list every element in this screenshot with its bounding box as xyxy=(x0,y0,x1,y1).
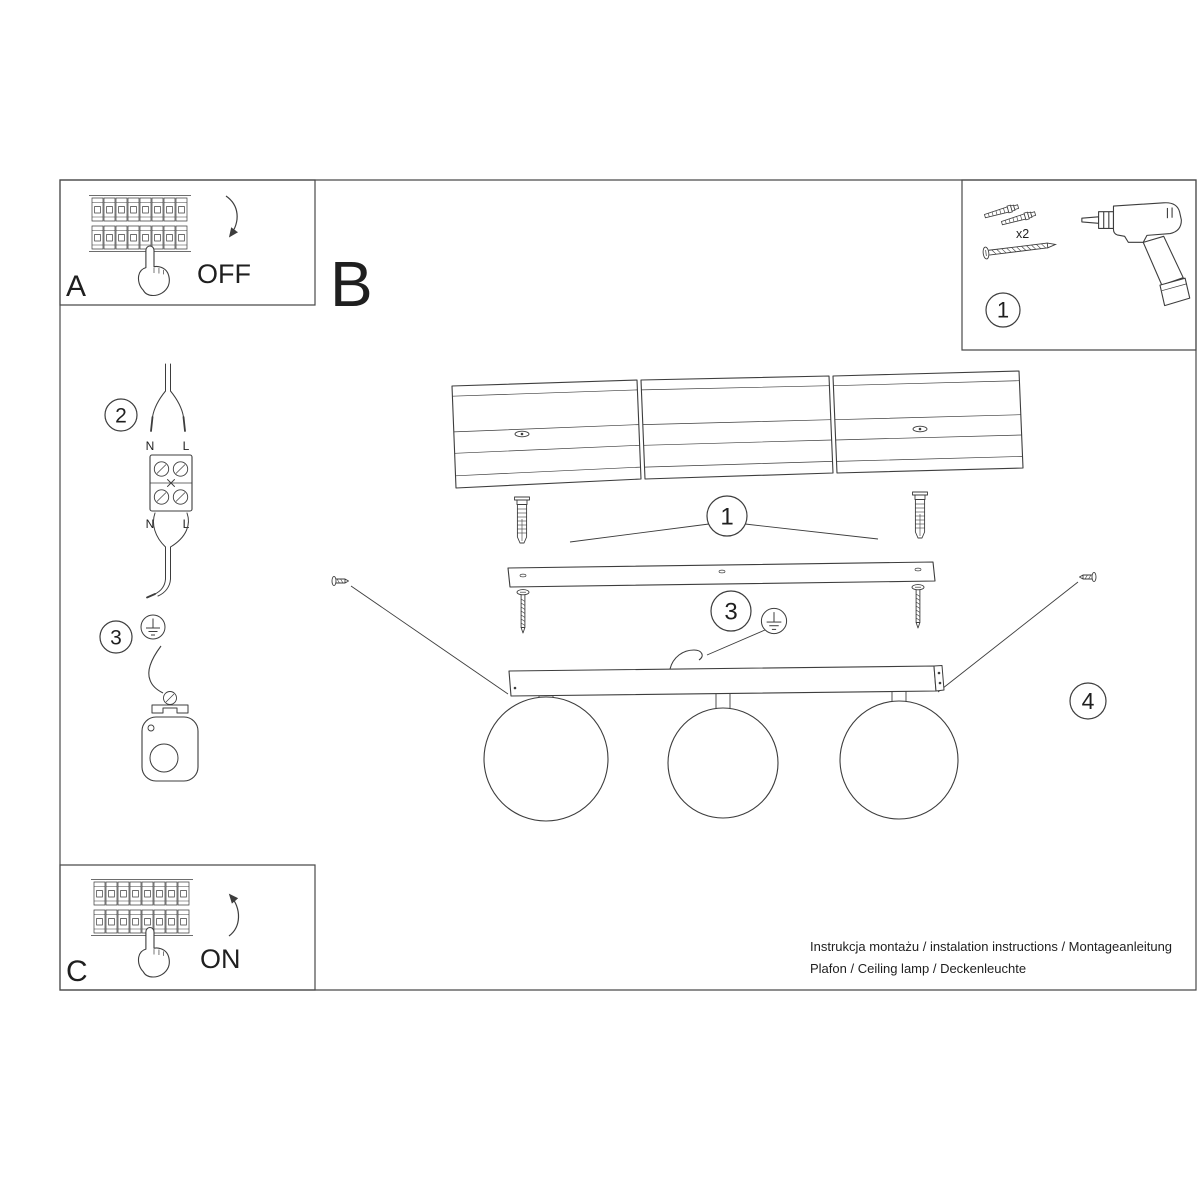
screw-callout-badge xyxy=(1070,683,1106,719)
glass-shade xyxy=(668,708,778,818)
footer: Instrukcja montażu / instalation instruc… xyxy=(810,939,1172,976)
ceiling-panel xyxy=(833,371,1023,473)
off-label: OFF xyxy=(197,259,251,289)
pointing-hand-icon xyxy=(137,245,170,296)
step-b-label: B xyxy=(330,248,373,320)
tools-step-badge xyxy=(986,293,1020,327)
lamp-cable-icon xyxy=(147,513,188,598)
earth-symbol-icon xyxy=(140,614,166,640)
tools-step-number: 1 xyxy=(997,298,1009,323)
lamp-ground-wire xyxy=(670,650,702,669)
glass-shade xyxy=(840,701,958,819)
terminal-block-icon xyxy=(150,455,192,511)
ground-callout-badge xyxy=(711,591,751,631)
tools-panel: x2 1 xyxy=(962,180,1196,350)
grounding-step: 3 xyxy=(100,614,198,781)
bracket-screw-icon xyxy=(911,584,925,629)
bracket-screw-icon xyxy=(516,589,530,634)
canopy-bracket-icon xyxy=(142,717,198,781)
ground-callout-number: 3 xyxy=(724,598,737,625)
lamp xyxy=(484,666,958,822)
grounding-step-number: 3 xyxy=(110,626,122,649)
power-on-panel: ON C xyxy=(60,865,315,990)
ceiling-panel xyxy=(452,380,641,488)
wire-neutral-bottom-label: N xyxy=(146,517,155,531)
dowel-quantity-label: x2 xyxy=(1016,227,1029,241)
callout-1-leader-left xyxy=(570,524,709,542)
wiring-step-badge xyxy=(105,399,137,431)
drill-icon xyxy=(1082,203,1190,306)
lamp-body-endcap xyxy=(934,666,944,692)
dowel-callout-badge xyxy=(707,496,747,536)
callout-1-leader-right xyxy=(745,524,878,539)
ground-terminal-icon xyxy=(152,692,188,714)
ground-wire xyxy=(149,646,163,693)
drill-hole xyxy=(515,431,529,437)
footer-line-2: Plafon / Ceiling lamp / Deckenleuchte xyxy=(810,961,1026,976)
callout-3-leader xyxy=(707,630,765,655)
power-off-panel-border xyxy=(60,180,315,305)
wiring-step-number: 2 xyxy=(115,404,127,427)
assembly-line-left xyxy=(351,586,508,694)
pointing-hand-icon xyxy=(137,927,170,978)
grounding-step-badge xyxy=(100,621,132,653)
wire-live-bottom-label: L xyxy=(183,517,190,531)
earth-symbol-icon xyxy=(760,607,788,635)
step-a-label: A xyxy=(66,270,86,303)
wiring-step: 2 N L N L xyxy=(105,364,192,598)
ceiling-panel xyxy=(641,376,833,479)
power-on-panel-border xyxy=(60,865,315,990)
drill-hole xyxy=(913,426,927,432)
mains-cable-icon xyxy=(151,364,185,431)
mounting-screw-icon xyxy=(982,238,1057,260)
side-screw-right-icon xyxy=(1079,571,1097,583)
step-c-label: C xyxy=(66,955,88,988)
rotate-off-arrow-icon xyxy=(226,196,238,238)
lamp-body xyxy=(509,666,936,696)
circuit-breaker-icon xyxy=(91,880,193,936)
assembly-line-right xyxy=(938,582,1078,692)
circuit-breaker-icon xyxy=(89,196,191,252)
wire-neutral-top-label: N xyxy=(146,439,155,453)
main-assembly: 1 xyxy=(331,371,1106,822)
sheet-border xyxy=(60,180,1196,990)
ceiling-panels xyxy=(452,371,1023,488)
dowel-callout-number: 1 xyxy=(720,503,733,530)
on-label: ON xyxy=(200,944,241,974)
mounting-bracket xyxy=(508,562,935,587)
screw-callout-number: 4 xyxy=(1082,688,1095,714)
power-off-panel: OFF A xyxy=(60,180,315,305)
rotate-on-arrow-icon xyxy=(229,893,239,936)
footer-line-1: Instrukcja montażu / instalation instruc… xyxy=(810,939,1172,954)
glass-shade xyxy=(484,697,608,821)
tools-panel-border xyxy=(962,180,1196,350)
wall-plug-icon xyxy=(912,491,928,539)
side-screw-left-icon xyxy=(331,575,349,587)
wall-plug-icon xyxy=(514,496,530,544)
wire-live-top-label: L xyxy=(183,439,190,453)
